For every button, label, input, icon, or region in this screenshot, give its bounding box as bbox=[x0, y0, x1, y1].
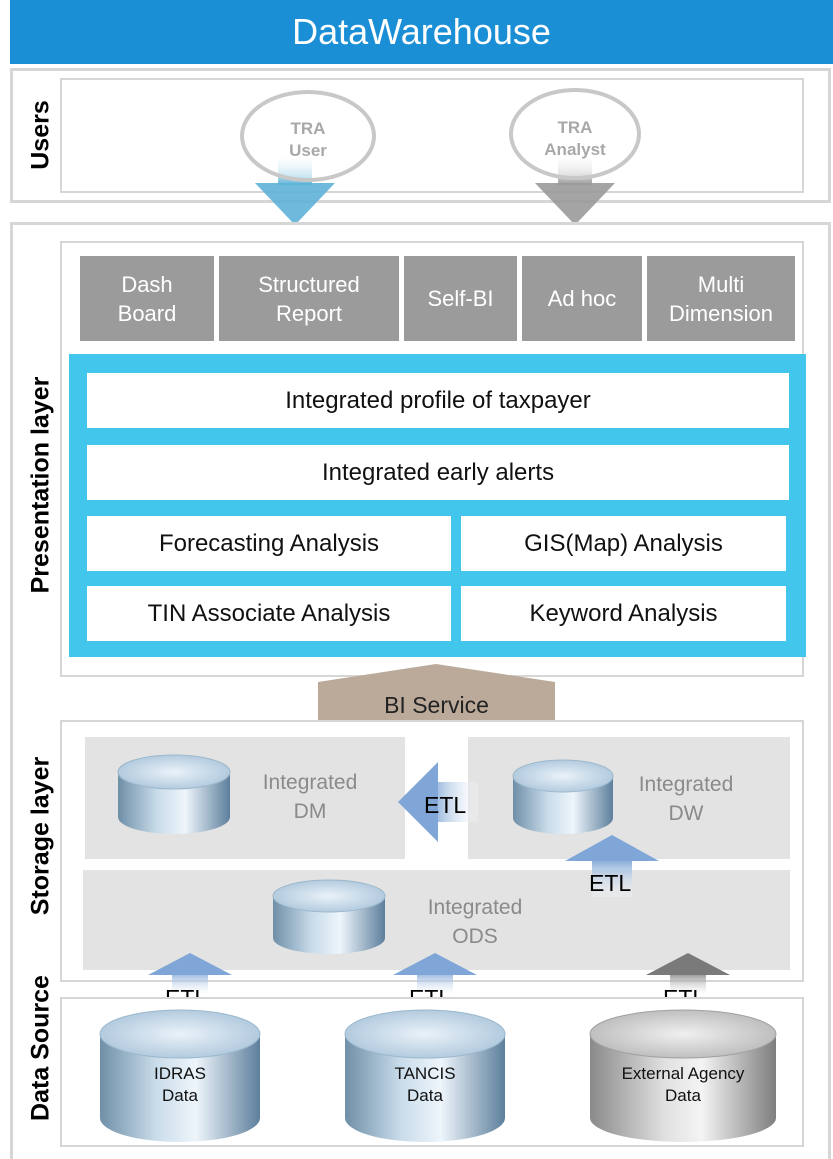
users-inner-box bbox=[60, 78, 804, 193]
ods-database-icon bbox=[272, 879, 386, 954]
forecasting-analysis-box: Forecasting Analysis bbox=[87, 516, 451, 571]
bi-service-label: BI Service bbox=[384, 692, 489, 718]
tool-ad-hoc: Ad hoc bbox=[522, 256, 642, 341]
etl-label-dw-to-dm: ETL bbox=[424, 792, 467, 818]
idras-database-icon bbox=[99, 1009, 261, 1142]
etl-arrow-dw-to-dm bbox=[398, 762, 478, 842]
storage-layer-label: Storage layer bbox=[26, 756, 55, 916]
data-source-layer-label: Data Source bbox=[26, 975, 55, 1121]
etl-arrow-tancis bbox=[393, 953, 477, 995]
tin-associate-analysis-box: TIN Associate Analysis bbox=[87, 586, 451, 641]
external-agency-database-icon bbox=[589, 1009, 777, 1142]
dw-database-icon bbox=[512, 759, 614, 834]
tra-analyst-label: TRA Analyst bbox=[544, 118, 606, 159]
etl-arrow-ods-to-dw bbox=[565, 835, 659, 897]
tool-self-bi: Self-BI bbox=[404, 256, 517, 341]
tra-user-ellipse bbox=[240, 90, 376, 182]
integrated-alerts-box: Integrated early alerts bbox=[87, 445, 789, 500]
integrated-ods-box bbox=[83, 870, 790, 970]
etl-label-ods-to-dw: ETL bbox=[589, 870, 632, 896]
bi-service-shape bbox=[318, 664, 555, 732]
tancis-database-icon bbox=[344, 1009, 506, 1142]
tra-user-label: TRA User bbox=[289, 119, 327, 160]
presentation-layer-label: Presentation layer bbox=[26, 376, 55, 594]
keyword-analysis-box: Keyword Analysis bbox=[461, 586, 786, 641]
etl-arrow-idras bbox=[148, 953, 232, 995]
tra-analyst-ellipse bbox=[509, 88, 641, 180]
users-layer-label: Users bbox=[26, 100, 55, 170]
etl-arrow-external bbox=[646, 953, 730, 995]
integrated-profile-box: Integrated profile of taxpayer bbox=[87, 373, 789, 428]
dm-database-icon bbox=[117, 754, 231, 834]
diagram-title: DataWarehouse bbox=[10, 0, 833, 64]
gis-analysis-box: GIS(Map) Analysis bbox=[461, 516, 786, 571]
